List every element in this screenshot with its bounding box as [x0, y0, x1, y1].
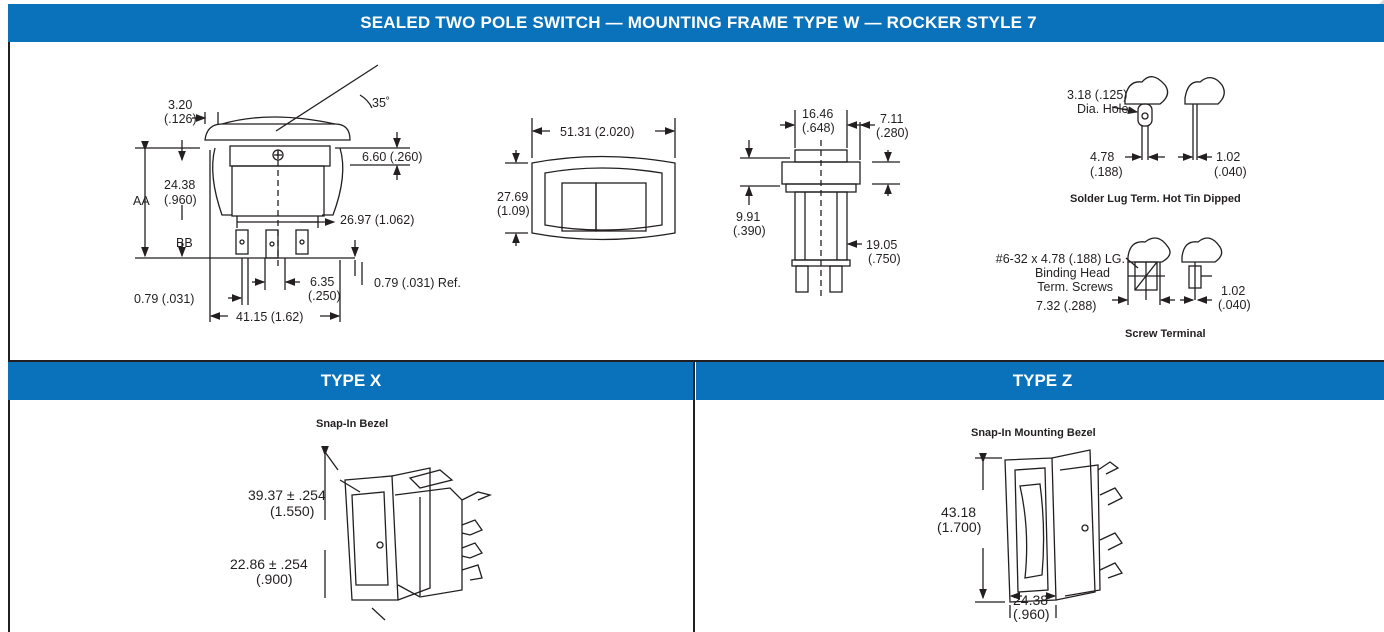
screw-terminal-caption: Screw Terminal [1125, 328, 1206, 340]
dim-3-20-inch: (.126) [164, 112, 197, 126]
dim-27-69: 27.69 [497, 190, 529, 204]
top-view-drawing [505, 118, 676, 246]
type-z-dim-24-38-inch: (.960) [1013, 606, 1050, 622]
dim-7-11-inch: (.280) [876, 126, 909, 140]
dim-26-97: 26.97 (1.062) [340, 213, 415, 227]
dim-24-38: 24.38 [164, 178, 196, 192]
dim-16-46-inch: (.648) [802, 121, 835, 135]
type-z-dim-24-38: 24.38 [1013, 592, 1049, 608]
solder-dim-4-78: 4.78 [1090, 150, 1115, 164]
screw-dim-1-02: 1.02 [1221, 284, 1246, 298]
main-title-banner: SEALED TWO POLE SWITCH — MOUNTING FRAME … [8, 4, 1384, 42]
type-x-dim-39-37: 39.37 ± .254 [248, 487, 326, 503]
screw-spec-line1: #6-32 x 4.78 (.188) LG. [995, 252, 1125, 266]
dim-aa: AA [133, 194, 150, 208]
screw-terminal-drawing [1112, 237, 1223, 305]
dim-6-35: 6.35 [310, 275, 335, 289]
type-z-drawing [975, 449, 1124, 618]
end-view-drawing [740, 110, 900, 300]
type-z-caption: Snap-In Mounting Bezel [971, 427, 1096, 439]
type-x-dim-22-86: 22.86 ± .254 [230, 556, 308, 572]
solder-lug-caption: Solder Lug Term. Hot Tin Dipped [1070, 193, 1241, 205]
dim-51-31: 51.31 (2.020) [560, 125, 635, 139]
dim-9-91-inch: (.390) [733, 224, 766, 238]
type-x-drawing [321, 445, 493, 621]
type-z-dim-43-18: 43.18 [941, 504, 977, 520]
dim-7-11: 7.11 [880, 112, 904, 126]
dim-3-20: 3.20 [168, 98, 193, 112]
screw-spec-line3: Term. Screws [1037, 280, 1113, 294]
type-z-banner: TYPE Z [696, 362, 1384, 400]
type-x-dim-39-37-inch: (1.550) [270, 503, 315, 519]
screw-dim-1-02-inch: (.040) [1218, 298, 1251, 312]
dim-bb: BB [176, 236, 193, 250]
dim-24-38-inch: (.960) [164, 193, 197, 207]
screw-spec-line2: Binding Head [1034, 266, 1110, 280]
dim-9-91: 9.91 [736, 210, 761, 224]
dim-16-46: 16.46 [802, 107, 834, 121]
solder-dim-1-02: 1.02 [1216, 150, 1241, 164]
solder-lug-drawing [1111, 76, 1225, 161]
dim-19-05: 19.05 [866, 238, 898, 252]
dim-27-69-inch: (1.09) [497, 204, 530, 218]
solder-dim-1-02-inch: (.040) [1214, 165, 1247, 179]
section-divider [8, 360, 1384, 362]
type-x-caption: Snap-In Bezel [316, 418, 389, 430]
dim-0-79: 0.79 (.031) [134, 292, 195, 306]
type-x-banner: TYPE X [8, 362, 694, 400]
solder-dim-4-78-inch: (.188) [1090, 165, 1123, 179]
type-z-dim-43-18-inch: (1.700) [937, 519, 982, 535]
side-view-drawing [135, 64, 410, 322]
dim-6-35-inch: (.250) [308, 289, 341, 303]
dim-6-60: 6.60 (.260) [362, 150, 423, 164]
dim-19-05-inch: (.750) [868, 252, 901, 266]
solder-hole-label: Dia. Hole [1077, 102, 1129, 116]
screw-dim-7-32: 7.32 (.288) [1036, 299, 1097, 313]
dim-41-15: 41.15 (1.62) [236, 310, 304, 324]
dim-0-79-ref: 0.79 (.031) Ref. [374, 276, 461, 290]
solder-hole-dim: 3.18 (.125) [1067, 88, 1128, 102]
column-divider [693, 362, 695, 632]
angle-label: 35˚ [372, 96, 391, 110]
page-frame [8, 4, 1384, 632]
type-x-dim-22-86-inch: (.900) [256, 571, 293, 587]
